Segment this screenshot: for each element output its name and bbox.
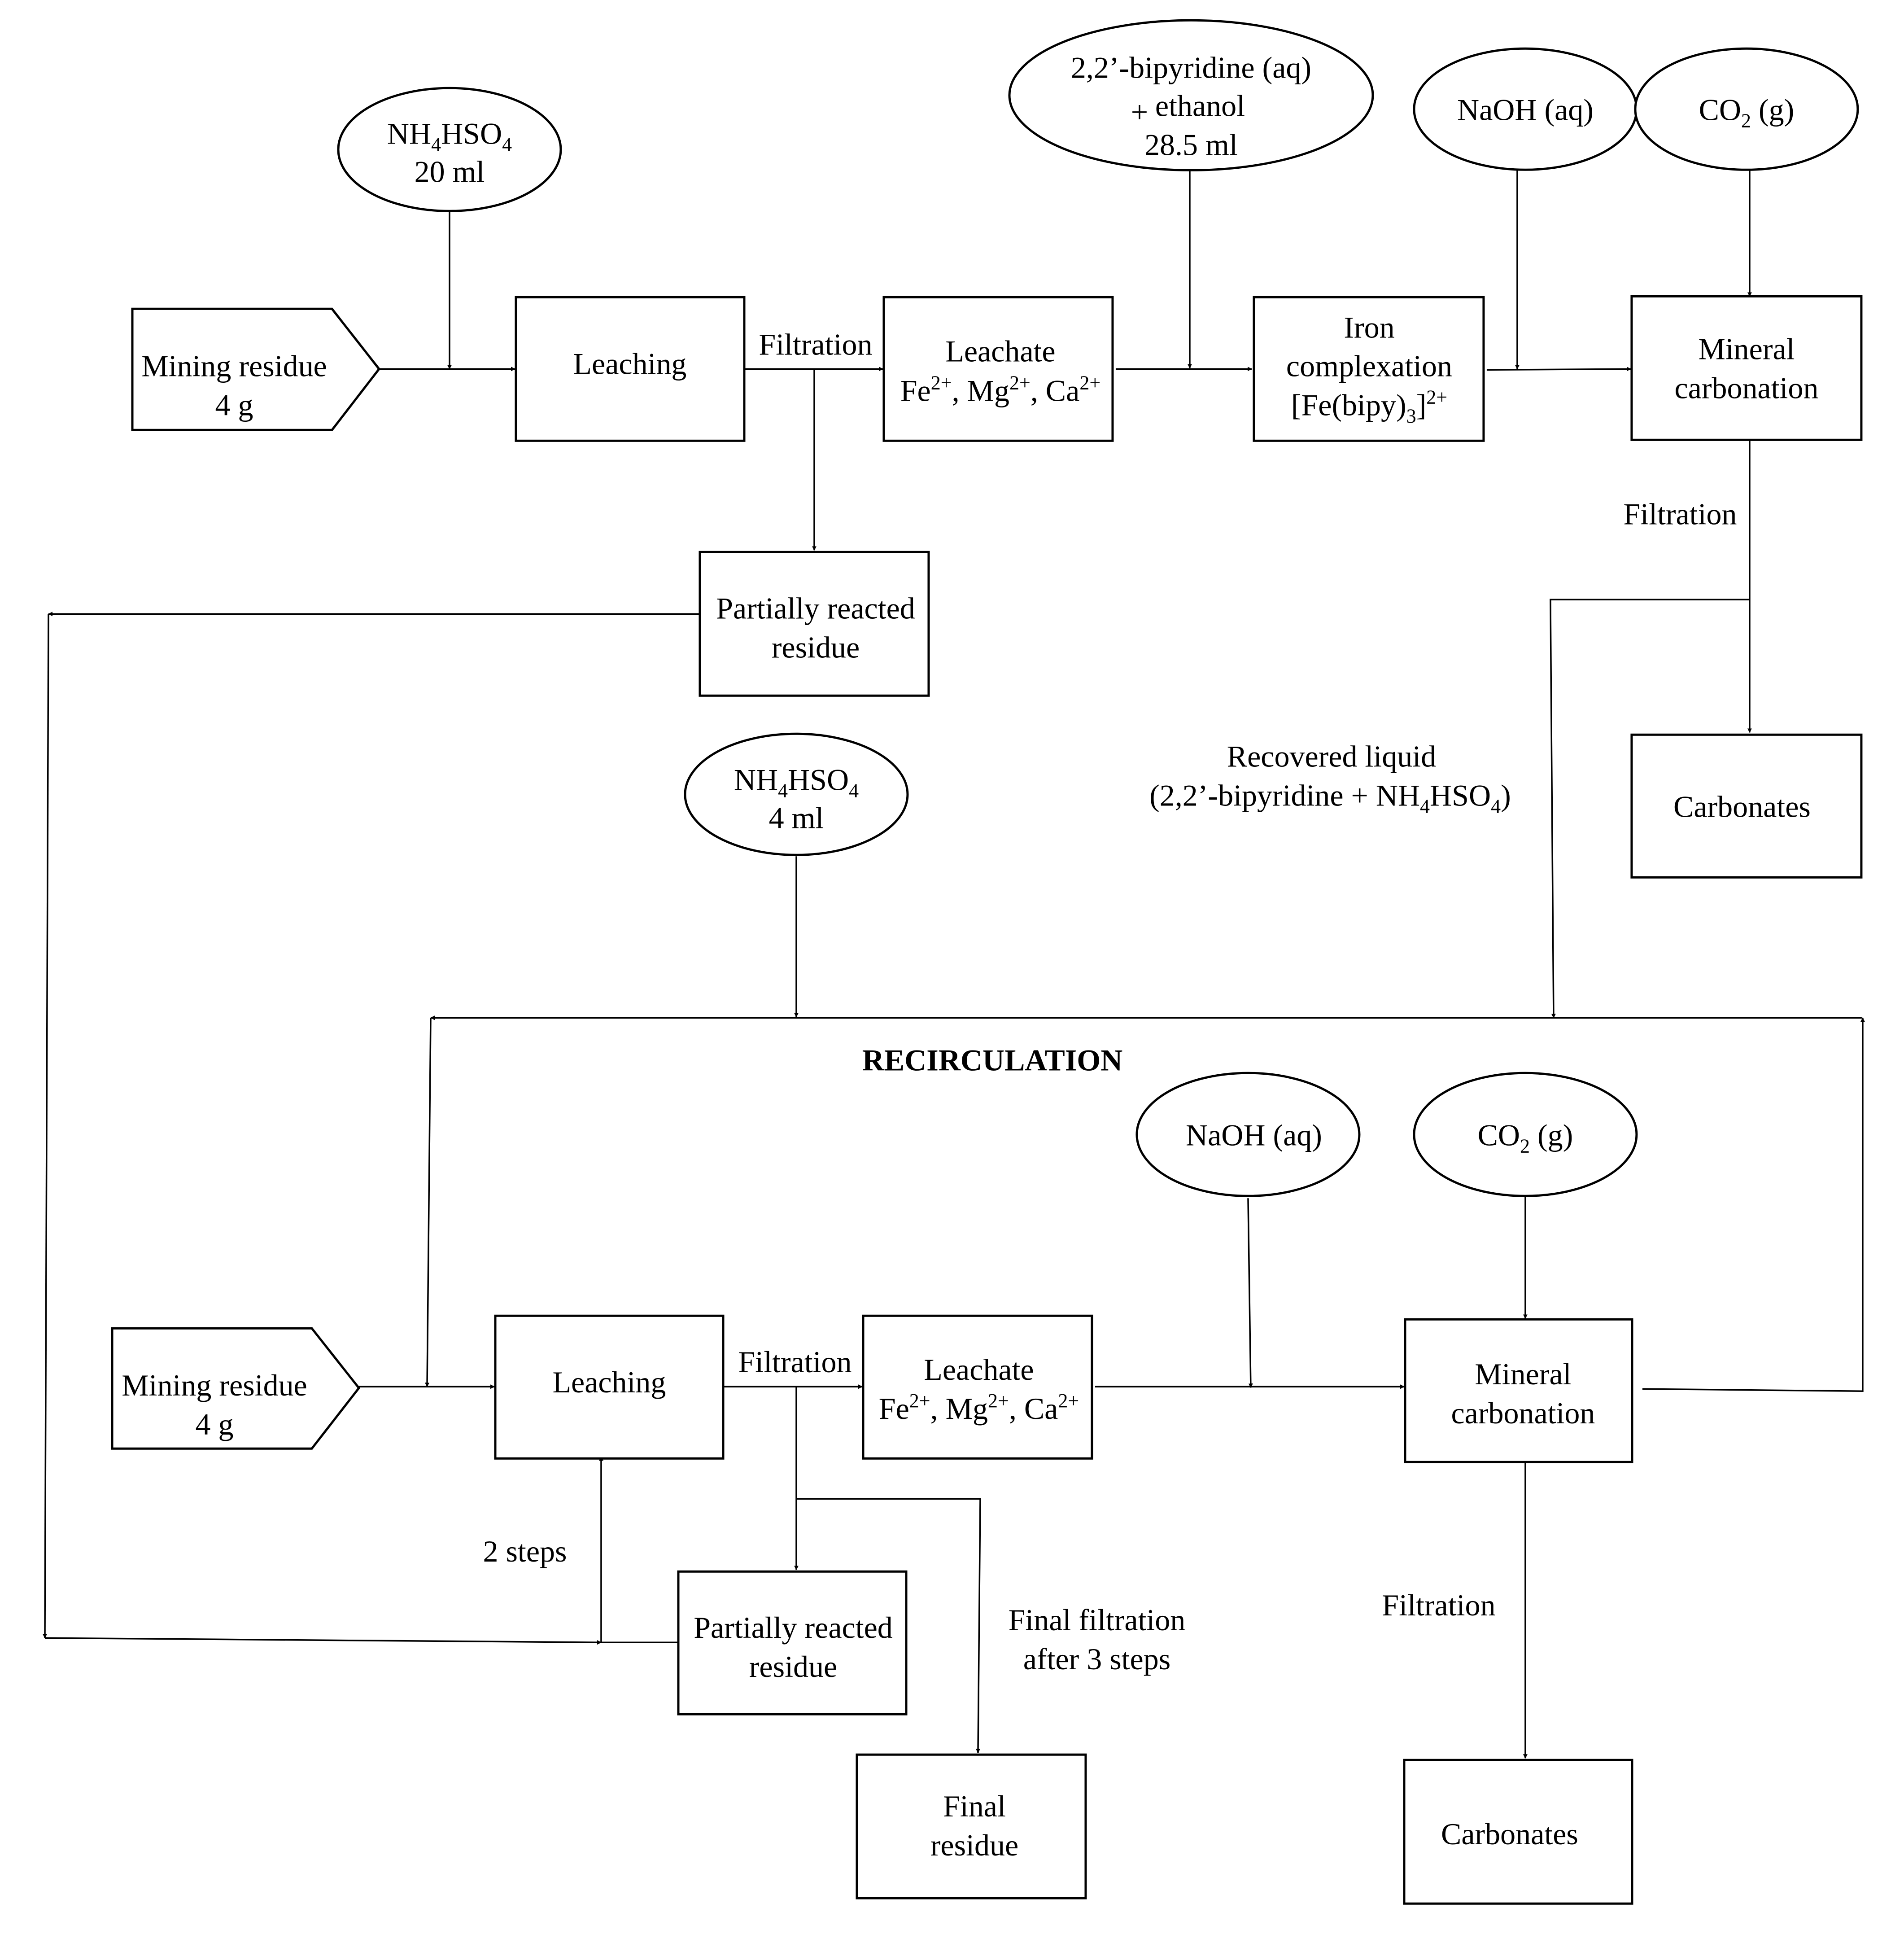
arrow-recirculation-down [425, 1018, 432, 1387]
mining-residue-2: Mining residue 4 g [111, 1327, 361, 1450]
filtration-2-label: Filtration [738, 1345, 852, 1379]
final-filtration-label: Final filtration after 3 steps [1009, 1603, 1186, 1676]
ellipse-co2-1: CO2 (g) [1634, 47, 1859, 171]
naoh-2-label: NaOH (aq) [1186, 1118, 1322, 1152]
recovered-liquid-line2: (2,2’-bipyridine + NH4HSO4) [1149, 778, 1511, 817]
arrow-complexation-to-carbonation [1486, 367, 1631, 372]
ellipse-naoh-2: NaOH (aq) [1135, 1072, 1361, 1197]
nh4hso4-20ml-amount: 20 ml [415, 154, 485, 188]
box-leachate-2: Leachate Fe2+, Mg2+, Ca2+ [862, 1314, 1093, 1460]
box-carbonates-2: Carbonates [1403, 1759, 1633, 1905]
mining-residue-1-label: Mining residue [141, 349, 327, 383]
mineral-carbonation-2-line2: carbonation [1451, 1396, 1595, 1430]
final-filtration-line2: after 3 steps [1023, 1642, 1170, 1676]
ellipse-nh4hso4-4ml: NH4HSO4 4 ml [684, 732, 909, 856]
filtration-top-right-label: Filtration [1623, 497, 1737, 531]
nh4hso4-20ml-formula: NH4HSO4 [387, 116, 512, 155]
mineral-carbonation-1-line1: Mineral [1698, 332, 1795, 366]
filtration-1-label: Filtration [759, 327, 872, 361]
nh4hso4-4ml-formula: NH4HSO4 [734, 762, 859, 801]
leaching-2-label: Leaching [553, 1365, 666, 1399]
bipyridine-line2: ethanol [1155, 88, 1245, 123]
bipyridine-line3: 28.5 ml [1144, 127, 1238, 162]
ellipse-nh4hso4-20ml: NH4HSO4 20 ml [337, 87, 562, 212]
ellipse-bipyridine-ethanol: 2,2’-bipyridine (aq) + ethanol 28.5 ml [1008, 19, 1374, 171]
carbonates-1-label: Carbonates [1673, 789, 1811, 823]
box-final-residue: Final residue [856, 1753, 1087, 1899]
filtration-bottom-right-label: Filtration [1382, 1588, 1495, 1622]
box-partially-reacted-1: Partially reacted residue [699, 551, 930, 697]
box-iron-complexation: Iron complexation [Fe(bipy)3]2+ [1253, 296, 1485, 442]
recovered-liquid-line1: Recovered liquid [1227, 739, 1436, 773]
recovered-liquid-label: Recovered liquid (2,2’-bipyridine + NH4H… [1149, 739, 1511, 817]
box-leaching-2: Leaching [494, 1314, 725, 1460]
mineral-carbonation-2-line1: Mineral [1475, 1357, 1571, 1391]
leaching-1-label: Leaching [573, 346, 687, 381]
mining-residue-2-label: Mining residue [122, 1368, 307, 1402]
partially-reacted-1-line1: Partially reacted [716, 591, 915, 625]
iron-complexation-formula: [Fe(bipy)3]2+ [1291, 386, 1447, 427]
final-residue-line1: Final [943, 1789, 1006, 1823]
carbonates-2-label: Carbonates [1441, 1817, 1578, 1851]
naoh-1-label: NaOH (aq) [1457, 92, 1594, 127]
recirculation-label: RECIRCULATION [862, 1043, 1122, 1077]
partially-reacted-2-line2: residue [749, 1650, 837, 1684]
box-partially-reacted-2: Partially reacted residue [677, 1570, 908, 1715]
box-leaching-1: Leaching [515, 296, 746, 442]
final-residue-line2: residue [930, 1828, 1018, 1862]
iron-complexation-line1: Iron [1344, 310, 1394, 344]
box-carbonates-1: Carbonates [1630, 733, 1863, 879]
nh4hso4-4ml-amount: 4 ml [769, 801, 824, 835]
ellipse-co2-2: CO2 (g) [1413, 1072, 1638, 1197]
bipyridine-line1: 2,2’-bipyridine (aq) [1071, 50, 1311, 84]
partially-reacted-1-line2: residue [772, 630, 860, 664]
leachate-1-title: Leachate [945, 334, 1055, 368]
arrow-recovered-liquid [1550, 599, 1750, 1019]
arrow-naoh-2-down [1247, 1198, 1253, 1388]
connectors [43, 170, 1865, 1759]
final-filtration-line1: Final filtration [1009, 1603, 1186, 1637]
iron-complexation-line2: complexation [1286, 349, 1452, 383]
two-steps-label: 2 steps [483, 1534, 567, 1568]
arrow-rail-to-leaching-junction [44, 1637, 602, 1645]
leachate-2-ions: Fe2+, Mg2+, Ca2+ [879, 1390, 1079, 1426]
mineral-carbonation-1-line2: carbonation [1674, 371, 1818, 405]
mining-residue-2-amount: 4 g [195, 1407, 233, 1441]
leachate-1-ions: Fe2+, Mg2+, Ca2+ [900, 372, 1100, 407]
ellipse-naoh-1: NaOH (aq) [1413, 47, 1638, 171]
arrow-carbonation-return-up [1642, 1017, 1865, 1392]
co2-1-label: CO2 (g) [1699, 92, 1795, 131]
partially-reacted-2-line1: Partially reacted [694, 1610, 893, 1645]
arrow-left-rail-down [43, 614, 49, 1639]
box-mineral-carbonation-1: Mineral carbonation [1630, 295, 1863, 441]
box-mineral-carbonation-2: Mineral carbonation [1404, 1318, 1633, 1463]
bipyridine-plus: + [1131, 95, 1148, 129]
leachate-2-title: Leachate [924, 1352, 1034, 1387]
mining-residue-1: Mining residue 4 g [131, 307, 381, 431]
box-leachate-1: Leachate Fe2+, Mg2+, Ca2+ [882, 296, 1114, 442]
arrow-final-filtration [796, 1498, 981, 1754]
mining-residue-1-amount: 4 g [215, 388, 253, 422]
